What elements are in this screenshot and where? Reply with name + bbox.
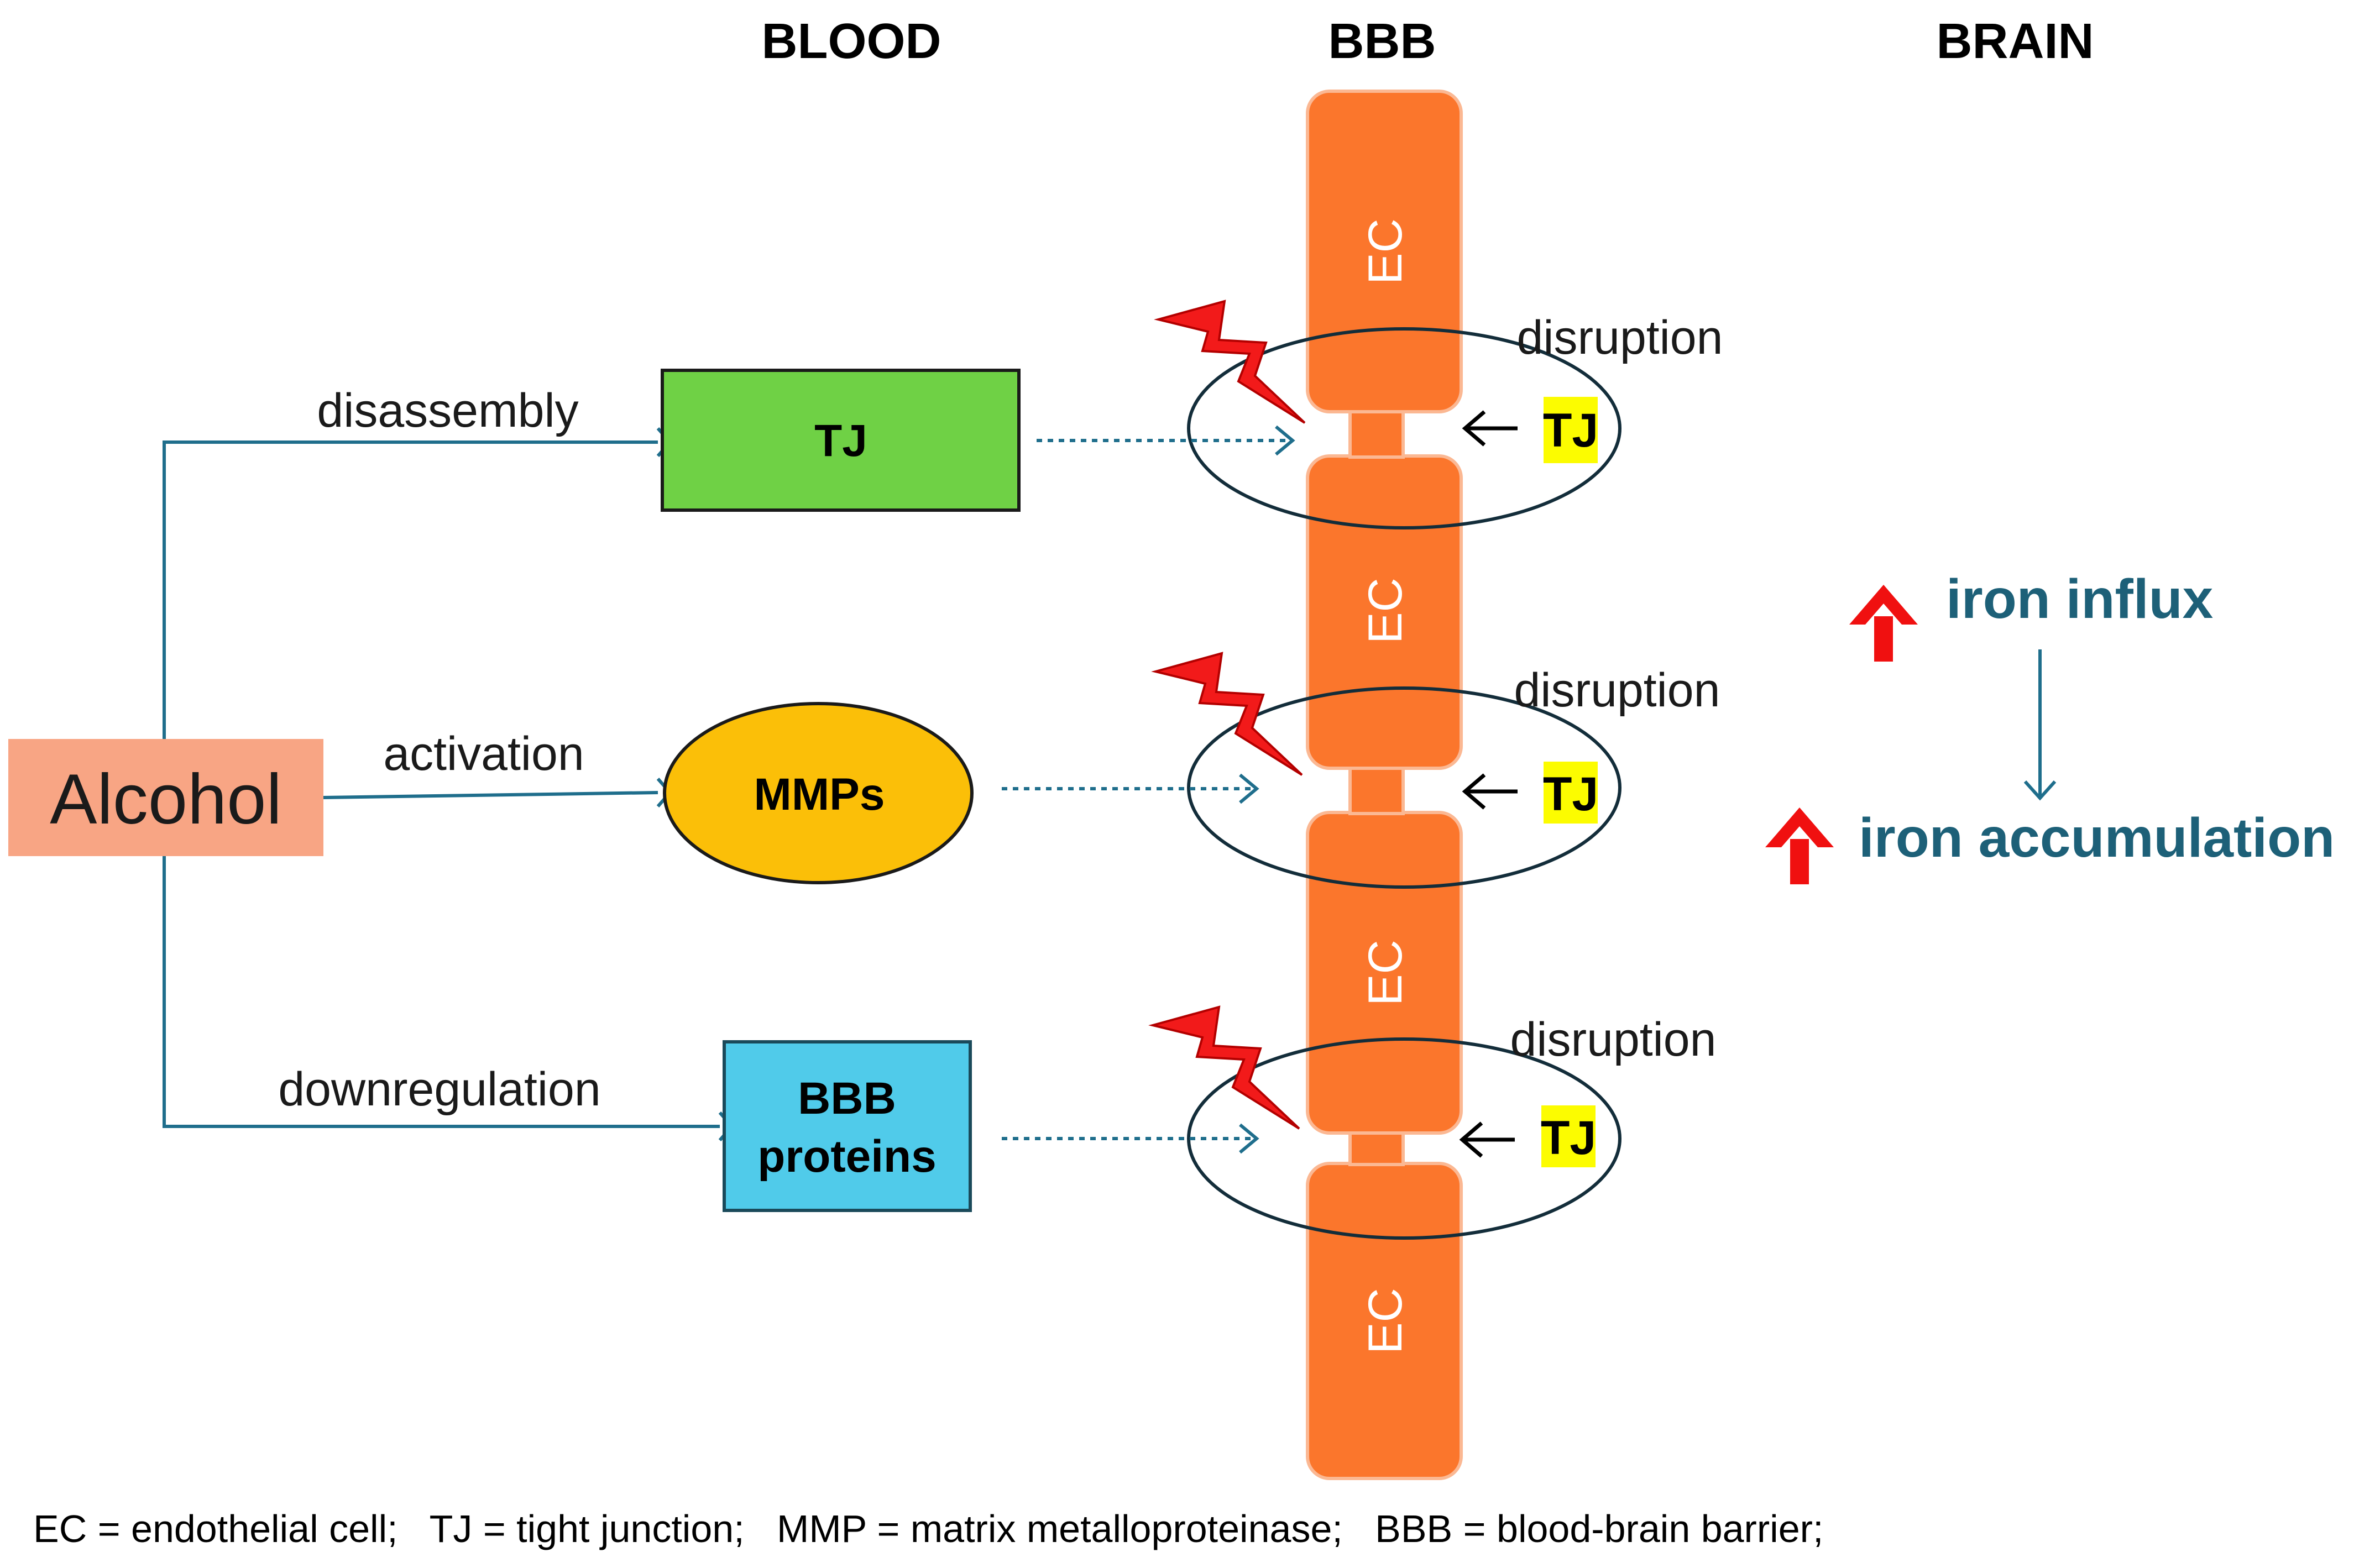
tj-box-label: TJ xyxy=(814,416,867,466)
tj-marker: TJ xyxy=(1459,1105,1596,1167)
edge-label-disassembly: disassembly xyxy=(317,384,578,437)
lightning-icon xyxy=(1154,300,1306,424)
bbb-proteins-box xyxy=(723,1040,972,1212)
tj-highlight xyxy=(1544,762,1598,824)
header-blood: BLOOD xyxy=(762,14,941,69)
alcohol-label: Alcohol xyxy=(50,760,282,839)
tj-highlight-label: TJ xyxy=(1541,1111,1596,1165)
tight-junction-connector xyxy=(1348,410,1405,459)
iron-influx-label: iron influx xyxy=(1946,568,2213,630)
up-arrow-icon xyxy=(1765,807,1834,884)
ec-label: EC xyxy=(1359,1288,1412,1354)
tj-highlight xyxy=(1541,1105,1596,1167)
edge-label-activation: activation xyxy=(383,727,584,780)
bbb-proteins-label-line2: proteins xyxy=(757,1131,936,1182)
tj-highlight-label: TJ xyxy=(1543,404,1598,457)
disruption-label: disruption xyxy=(1510,1013,1717,1066)
disruption-ellipse xyxy=(1187,1037,1621,1240)
disruption-ellipse xyxy=(1187,327,1621,529)
alcohol-box xyxy=(8,739,323,856)
alcohol-branch-connectors xyxy=(163,427,734,1141)
influx-to-accumulation-arrowhead xyxy=(2023,780,2057,801)
disruption-ellipse xyxy=(1187,686,1621,889)
tight-junction-connector xyxy=(1348,767,1405,815)
edge-label-downregulation: downregulation xyxy=(278,1063,600,1116)
dotted-effect-arrows xyxy=(1002,425,1295,1154)
bbb-proteins-label-line1: BBB xyxy=(798,1073,896,1124)
up-arrow-icon xyxy=(1849,585,1918,662)
ec-label: EC xyxy=(1359,578,1412,643)
disruption-label: disruption xyxy=(1517,311,1723,364)
header-brain: BRAIN xyxy=(1937,14,2094,69)
tj-highlight-label: TJ xyxy=(1543,768,1598,821)
tj-marker: TJ xyxy=(1462,397,1598,463)
tight-junction-connector xyxy=(1348,1131,1405,1166)
tj-box xyxy=(661,369,1021,512)
ec-label: EC xyxy=(1359,218,1412,284)
lightning-icon xyxy=(1151,652,1303,776)
iron-accumulation-label: iron accumulation xyxy=(1859,807,2335,869)
tj-marker: TJ xyxy=(1462,762,1598,824)
ec-label: EC xyxy=(1359,940,1412,1005)
endothelial-cell-column xyxy=(1306,90,1463,1480)
lightning-icon xyxy=(1148,1005,1300,1130)
header-bbb: BBB xyxy=(1328,14,1436,69)
footnote: EC = endothelial cell; TJ = tight juncti… xyxy=(33,1507,1823,1550)
tj-highlight xyxy=(1544,397,1598,463)
mmps-label: MMPs xyxy=(754,769,885,820)
disruption-label: disruption xyxy=(1514,664,1720,717)
mmps-ellipse xyxy=(663,702,974,884)
